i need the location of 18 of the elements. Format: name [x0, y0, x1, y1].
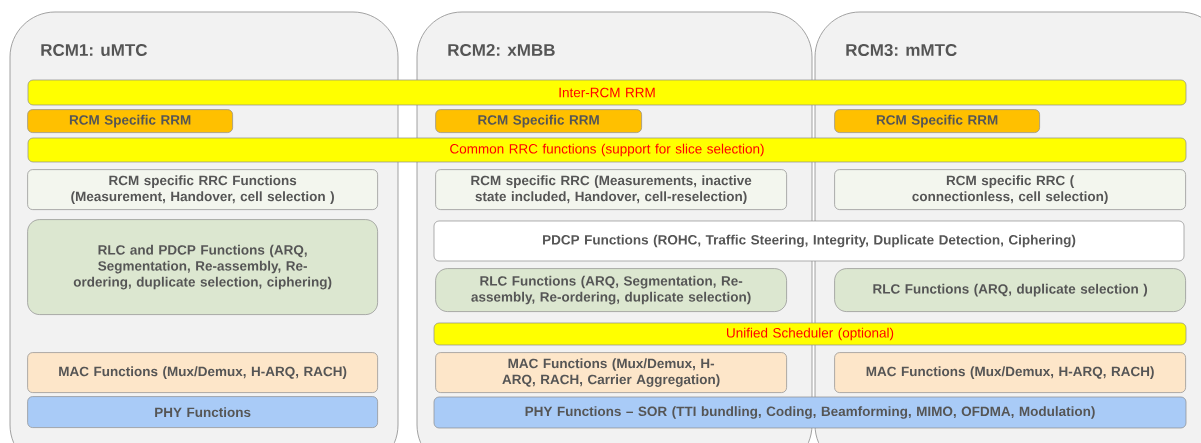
function-box: RCM Specific RRM: [435, 109, 642, 133]
function-bar: Inter-RCM RRM: [27, 79, 1187, 106]
function-box: MAC Functions (Mux/Demux, H-ARQ, RACH): [27, 352, 378, 393]
function-bar: Common RRC functions (support for slice selection): [27, 137, 1187, 163]
function-box: RLC and PDCP Functions (ARQ, Segmentation, Re-assembly, Re-ordering, duplicate selection, ciphering): [27, 219, 378, 315]
function-bar: Unified Scheduler (optional): [433, 322, 1187, 346]
function-box: RLC Functions (ARQ, duplicate selection ): [834, 268, 1186, 312]
function-box: RCM Specific RRM: [834, 109, 1040, 133]
function-box: RCM specific RRC ( connectionless, cell selection): [834, 169, 1186, 210]
function-box: RLC Functions (ARQ, Segmentation, Re-assembly, Re-ordering, duplicate selection): [435, 268, 787, 312]
function-box: MAC Functions (Mux/Demux, H-ARQ, RACH): [834, 352, 1186, 393]
function-box: PHY Functions – SOR (TTI bundling, Coding, Beamforming, MIMO, OFDMA, Modulation): [433, 396, 1187, 429]
function-box: RCM specific RRC (Measurements, inactive state included, Handover, cell-reselection): [435, 169, 787, 210]
function-box: PDCP Functions (ROHC, Traffic Steering, Integrity, Duplicate Detection, Ciphering): [433, 220, 1185, 262]
function-box: PHY Functions: [27, 396, 378, 428]
function-box: RCM specific RRC Functions (Measurement, Handover, cell selection ): [27, 169, 378, 210]
function-box: MAC Functions (Mux/Demux, H-ARQ, RACH, Carrier Aggregation): [435, 352, 787, 393]
function-box: RCM Specific RRM: [27, 109, 233, 133]
